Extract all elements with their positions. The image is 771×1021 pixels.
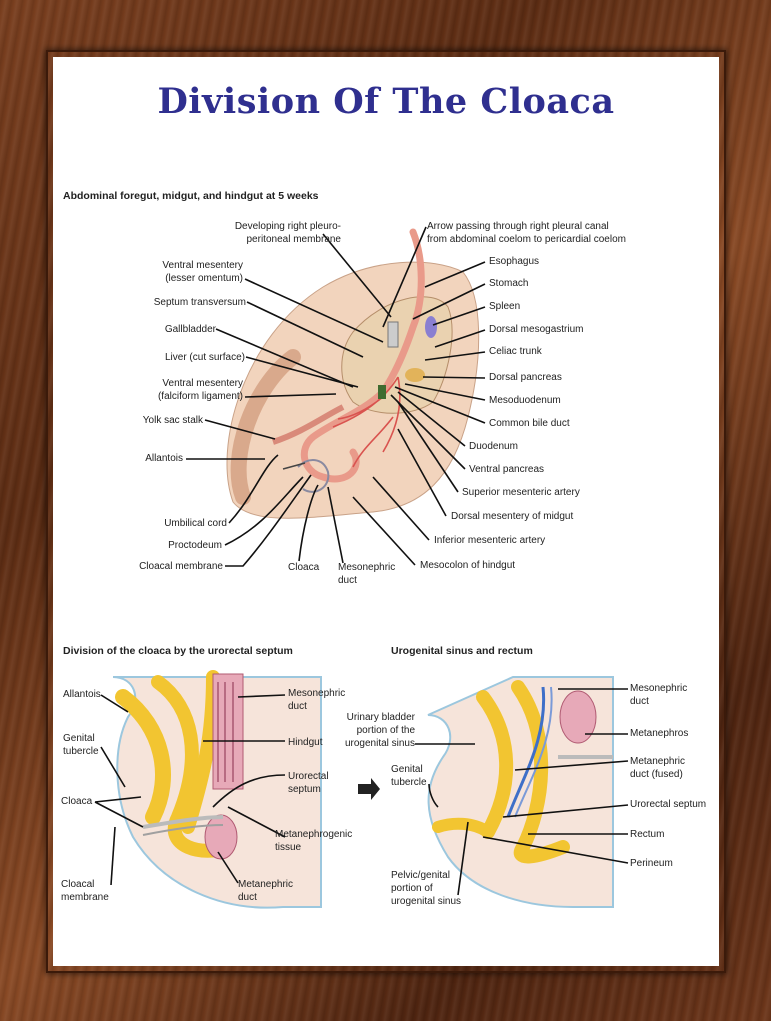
section1-leader-lines — [186, 226, 486, 567]
label-s2-allantois: Allantois — [63, 689, 101, 700]
label-arrow-pleural-canal: Arrow passing through right pleural cana… — [427, 221, 626, 245]
label-mesonephric-duct: Mesonephric duct — [338, 562, 396, 586]
label-celiac-trunk: Celiac trunk — [489, 346, 542, 357]
label-ventral-mesentery-falciform: Ventral mesentery (falciform ligament) — [157, 378, 243, 402]
label-gallbladder: Gallbladder — [164, 324, 216, 335]
label-s3-genital-tubercle: Genital tubercle — [391, 764, 427, 788]
label-s3-metanephric-duct-fused: Metanephric duct (fused) — [630, 756, 686, 780]
label-s3-urinary-bladder-portion: Urinary bladder portion of the urogenita… — [344, 712, 415, 749]
label-s3-perineum: Perineum — [630, 858, 673, 869]
label-s3-pelvic-genital-portion: Pelvic/genital portion of urogenital sin… — [391, 870, 462, 907]
section3-heading: Urogenital sinus and rectum — [391, 645, 533, 657]
label-inferior-mesenteric-artery: Inferior mesenteric artery — [434, 535, 546, 546]
poster: Division Of The Cloaca Abdominal foregut… — [53, 57, 719, 966]
cloaca-division-illustration — [112, 670, 322, 909]
label-cloaca: Cloaca — [288, 562, 320, 573]
label-dorsal-mesentery-of-midgut: Dorsal mesentery of midgut — [451, 511, 574, 522]
label-s2-cloacal-membrane: Cloacal membrane — [61, 879, 109, 903]
label-common-bile-duct: Common bile duct — [489, 418, 570, 429]
label-spleen: Spleen — [489, 301, 521, 312]
label-s3-rectum: Rectum — [630, 829, 665, 840]
label-umbilical-cord: Umbilical cord — [164, 518, 227, 529]
embryo-5-weeks-illustration — [226, 228, 480, 519]
section2-heading: Division of the cloaca by the urorectal … — [63, 645, 293, 657]
label-right-pleuroperitoneal-membrane: Developing right pleuro- peritoneal memb… — [234, 221, 341, 245]
label-s2-cloaca: Cloaca — [61, 796, 93, 807]
label-proctodeum: Proctodeum — [168, 540, 222, 551]
label-ventral-pancreas: Ventral pancreas — [469, 464, 545, 475]
section3-leader-lines — [415, 688, 629, 896]
label-s2-metanephrogenic-tissue: Metanephrogenic tissue — [275, 829, 353, 853]
label-s2-metanephric-duct: Metanephric duct — [238, 879, 294, 903]
label-s2-genital-tubercle: Genital tubercle — [63, 733, 99, 757]
label-septum-transversum: Septum transversum — [153, 297, 246, 308]
poster-title: Division Of The Cloaca — [157, 81, 615, 122]
label-mesocolon-of-hindgut: Mesocolon of hindgut — [420, 560, 516, 571]
label-duodenum: Duodenum — [469, 441, 518, 452]
label-s3-mesonephric-duct: Mesonephric duct — [630, 683, 688, 707]
label-stomach: Stomach — [489, 278, 529, 289]
illustrations — [94, 226, 629, 909]
section2-leader-lines — [94, 694, 286, 886]
label-dorsal-pancreas: Dorsal pancreas — [489, 372, 562, 383]
label-mesoduodenum: Mesoduodenum — [489, 395, 561, 406]
label-s3-urorectal-septum: Urorectal septum — [630, 799, 707, 810]
label-s2-hindgut: Hindgut — [288, 737, 323, 748]
progression-arrow — [358, 778, 380, 800]
label-dorsal-mesogastrium: Dorsal mesogastrium — [489, 324, 584, 335]
label-s3-metanephros: Metanephros — [630, 728, 689, 739]
label-liver-cut-surface: Liver (cut surface) — [164, 352, 245, 363]
label-yolk-sac-stalk: Yolk sac stalk — [142, 415, 203, 426]
label-esophagus: Esophagus — [489, 256, 540, 267]
label-allantois: Allantois — [145, 453, 183, 464]
urogenital-sinus-illustration — [427, 676, 614, 908]
label-cloacal-membrane: Cloacal membrane — [139, 561, 223, 572]
section1-heading: Abdominal foregut, midgut, and hindgut a… — [63, 190, 319, 202]
label-ventral-mesentery-lesser-omentum: Ventral mesentery (lesser omentum) — [162, 260, 243, 284]
label-superior-mesenteric-artery: Superior mesenteric artery — [462, 487, 580, 498]
label-s2-mesonephric-duct: Mesonephric duct — [288, 688, 346, 712]
label-s2-urorectal-septum: Urorectal septum — [288, 771, 329, 795]
